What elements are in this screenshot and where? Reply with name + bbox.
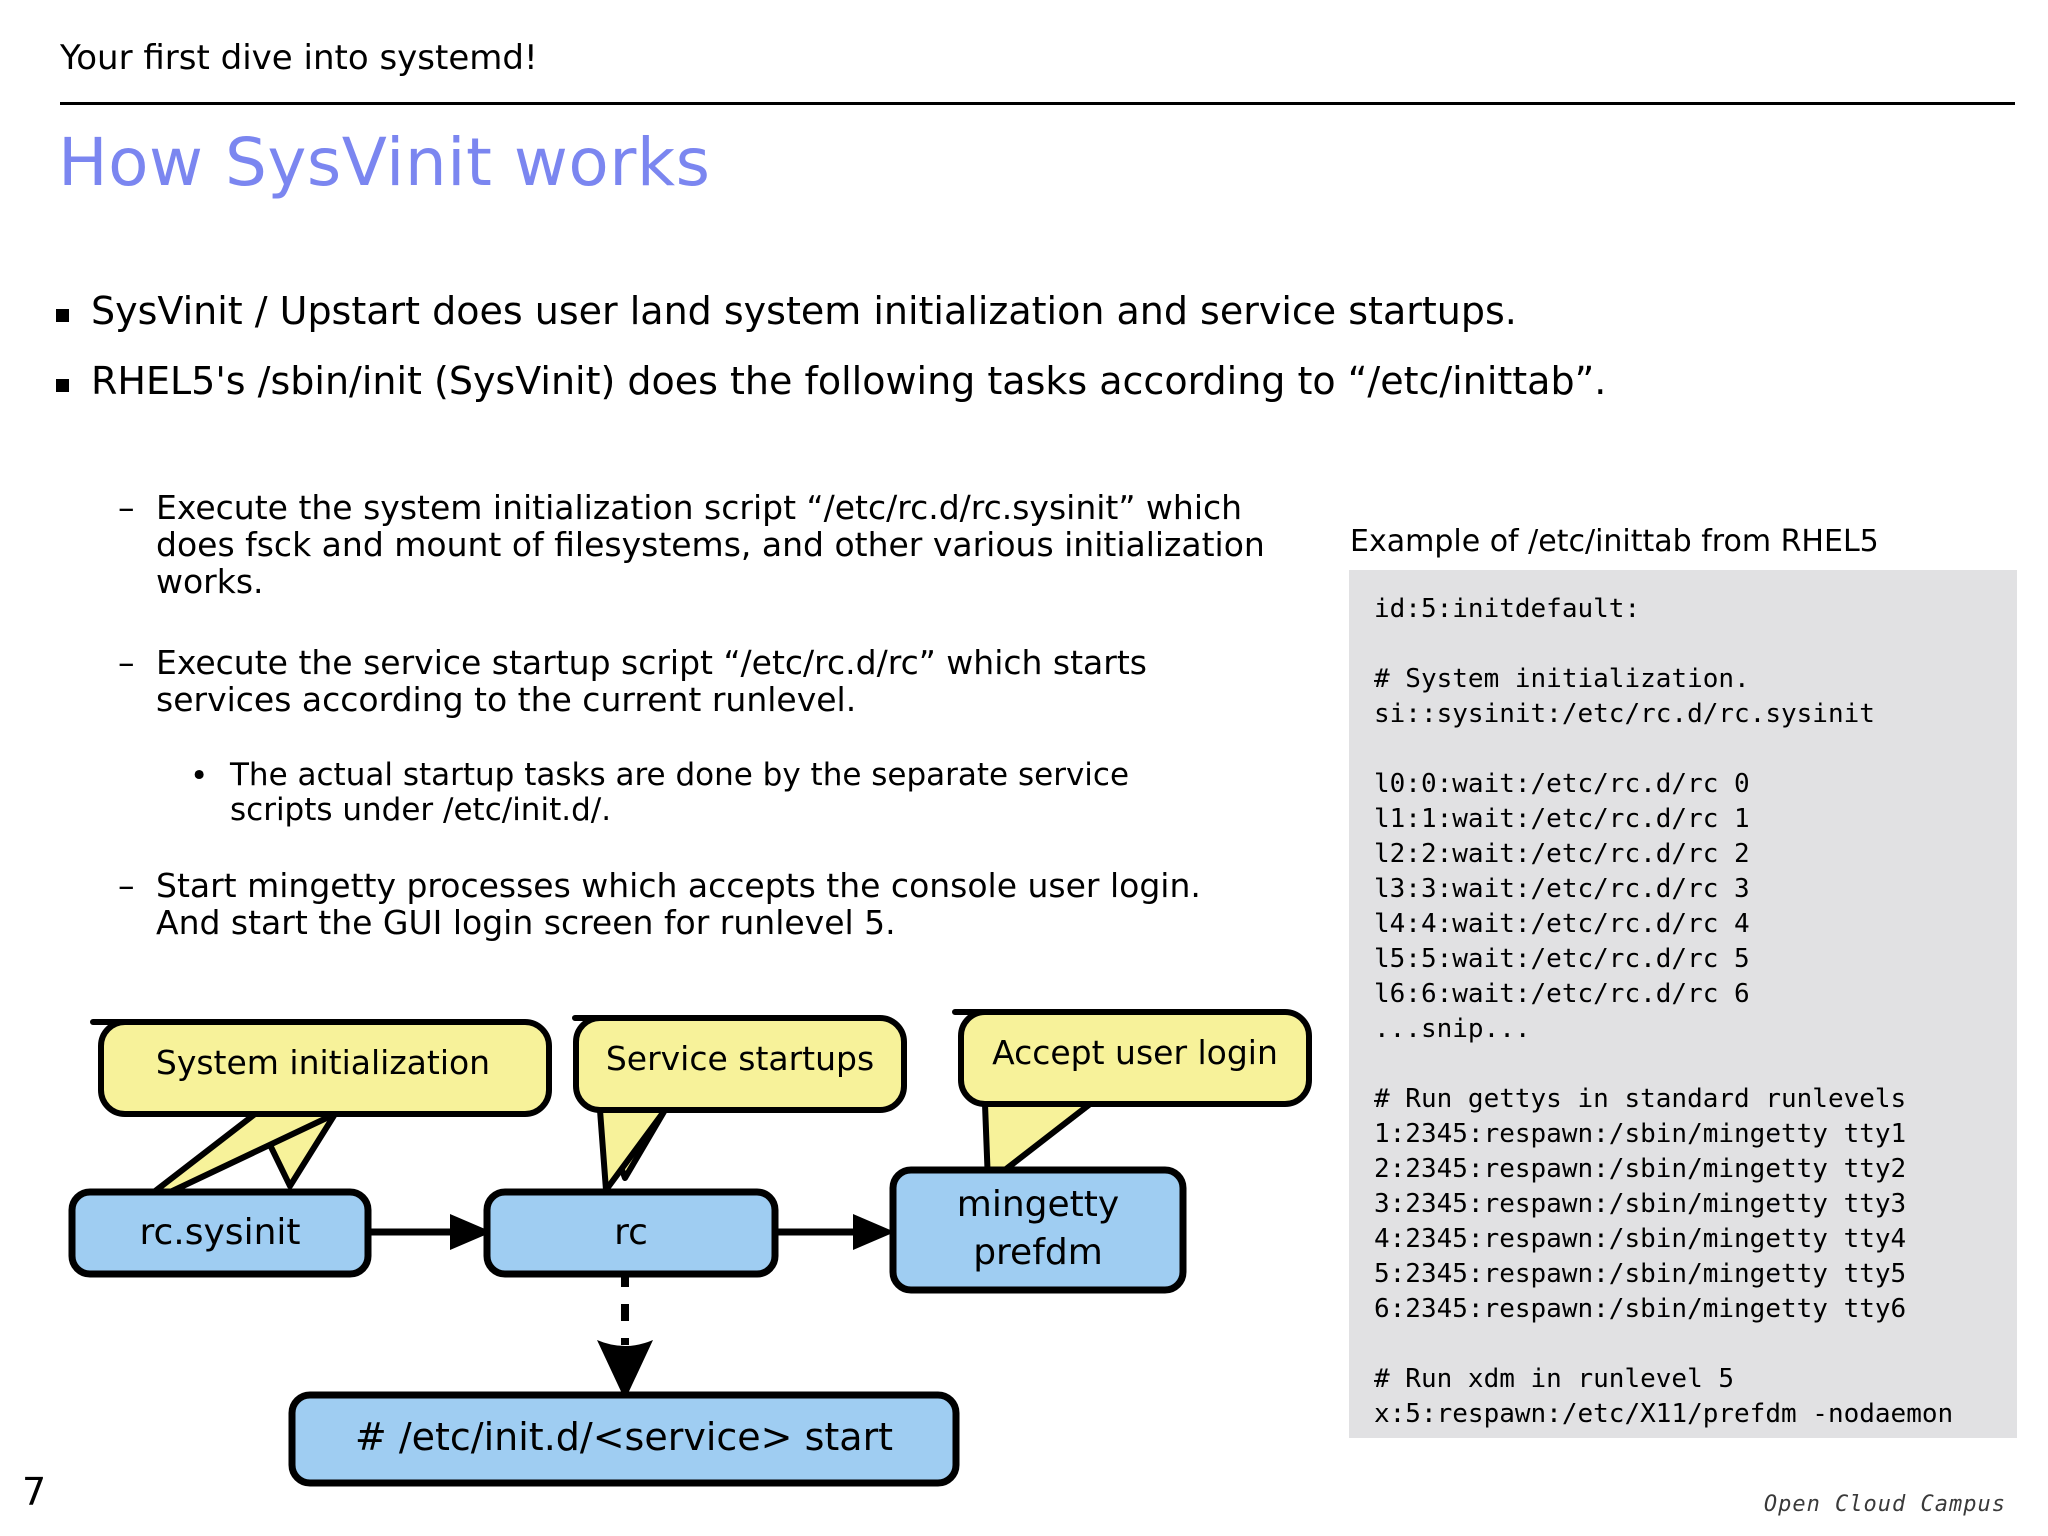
code-line: l4:4:wait:/etc/rc.d/rc 4 (1374, 909, 1750, 939)
code-line: x:5:respawn:/etc/X11/prefdm -nodaemon (1374, 1399, 1954, 1429)
node-rc (483, 1188, 779, 1278)
code-line: l1:1:wait:/etc/rc.d/rc 1 (1374, 804, 1750, 834)
callout-tail-3 (982, 1101, 1093, 1186)
page-number: 7 (22, 1470, 47, 1514)
code-line: l2:2:wait:/etc/rc.d/rc 2 (1374, 839, 1750, 869)
callout-label-system-initialization: System initialization (155, 1043, 491, 1082)
callout-bubble-2 (572, 1015, 907, 1181)
node-label-rc-sysinit: rc.sysinit (139, 1212, 301, 1253)
code-panel-caption: Example of /etc/inittab from RHEL5 (1350, 524, 1879, 559)
node-label-rc: rc (614, 1212, 648, 1253)
sub-sub-bullet-item: • The actual startup tasks are done by t… (190, 757, 1240, 828)
node-label-prefdm: prefdm (973, 1232, 1103, 1273)
bullet-text: SysVinit / Upstart does user land system… (91, 289, 1517, 333)
sub-bullet-item: – Execute the service startup script “/e… (118, 643, 1248, 719)
code-line (1374, 732, 2017, 767)
callout-label-accept-user-login: Accept user login (992, 1033, 1278, 1072)
code-line: l0:0:wait:/etc/rc.d/rc 0 (1374, 769, 1750, 799)
node-label-initd-command: # /etc/init.d/<service> start (354, 1415, 894, 1459)
arrow-head-1 (450, 1214, 492, 1250)
code-line: # Run xdm in runlevel 5 (1374, 1364, 1735, 1394)
square-bullet-icon (56, 379, 69, 392)
code-line: si::sysinit:/etc/rc.d/rc.sysinit (1374, 699, 1875, 729)
bullet-item: RHEL5's /sbin/init (SysVinit) does the f… (56, 359, 1607, 404)
slide-eyebrow: Your first dive into systemd! (60, 38, 538, 78)
node-initd-command (288, 1391, 960, 1487)
callout-bubble-1 (90, 1019, 552, 1189)
sub-bullet-text: Start mingetty processes which accepts t… (156, 866, 1201, 942)
callout-bubble-3 (952, 1009, 1312, 1168)
code-line: 5:2345:respawn:/sbin/mingetty tty5 (1374, 1259, 1907, 1289)
sub-bullet-text: Execute the service startup script “/etc… (156, 643, 1147, 719)
dot-bullet-icon: • (190, 758, 209, 794)
callout-label-service-startups: Service startups (605, 1039, 875, 1078)
node-rc-sysinit (68, 1188, 372, 1278)
dash-bullet-icon: – (118, 866, 135, 905)
code-line (1374, 1047, 2017, 1082)
code-line: 3:2345:respawn:/sbin/mingetty tty3 (1374, 1189, 1907, 1219)
sub-sub-bullet-text: The actual startup tasks are done by the… (230, 757, 1130, 828)
code-line: 4:2345:respawn:/sbin/mingetty tty4 (1374, 1224, 1907, 1254)
callout-tail-2 (597, 1107, 668, 1193)
dash-bullet-icon: – (118, 488, 135, 527)
dashed-arrow-head (597, 1340, 653, 1400)
sub-bullet-text: Execute the system initialization script… (156, 488, 1265, 601)
code-line (1374, 1327, 2017, 1362)
sub-bullet-item: – Execute the system initialization scri… (118, 488, 1328, 601)
brand-footer: Open Cloud Campus (1763, 1492, 2006, 1517)
code-line: l6:6:wait:/etc/rc.d/rc 6 (1374, 979, 1750, 1009)
code-line: 2:2345:respawn:/sbin/mingetty tty2 (1374, 1154, 1907, 1184)
inittab-code-block: id:5:initdefault: # System initializatio… (1349, 570, 2017, 1438)
bullet-item: SysVinit / Upstart does user land system… (56, 289, 1517, 334)
code-line: 1:2345:respawn:/sbin/mingetty tty1 (1374, 1119, 1907, 1149)
code-line: l3:3:wait:/etc/rc.d/rc 3 (1374, 874, 1750, 904)
code-line: l5:5:wait:/etc/rc.d/rc 5 (1374, 944, 1750, 974)
page-title: How SysVinit works (58, 124, 711, 201)
code-line: 6:2345:respawn:/sbin/mingetty tty6 (1374, 1294, 1907, 1324)
code-line: # Run gettys in standard runlevels (1374, 1084, 1907, 1114)
bullet-text: RHEL5's /sbin/init (SysVinit) does the f… (91, 359, 1607, 403)
callout-tail-1 (125, 1111, 338, 1215)
arrow-head-2 (853, 1214, 895, 1250)
code-line: # System initialization. (1374, 664, 1750, 694)
node-label-mingetty: mingetty (956, 1184, 1120, 1225)
square-bullet-icon (56, 309, 69, 322)
node-mingetty-prefdm (889, 1166, 1187, 1294)
sub-bullet-item: – Start mingetty processes which accepts… (118, 866, 1248, 942)
code-line: id:5:initdefault: (1374, 594, 1641, 624)
dash-bullet-icon: – (118, 643, 135, 682)
code-line: ...snip... (1374, 1014, 1531, 1044)
code-line (1374, 627, 2017, 662)
header-divider (60, 102, 2015, 105)
